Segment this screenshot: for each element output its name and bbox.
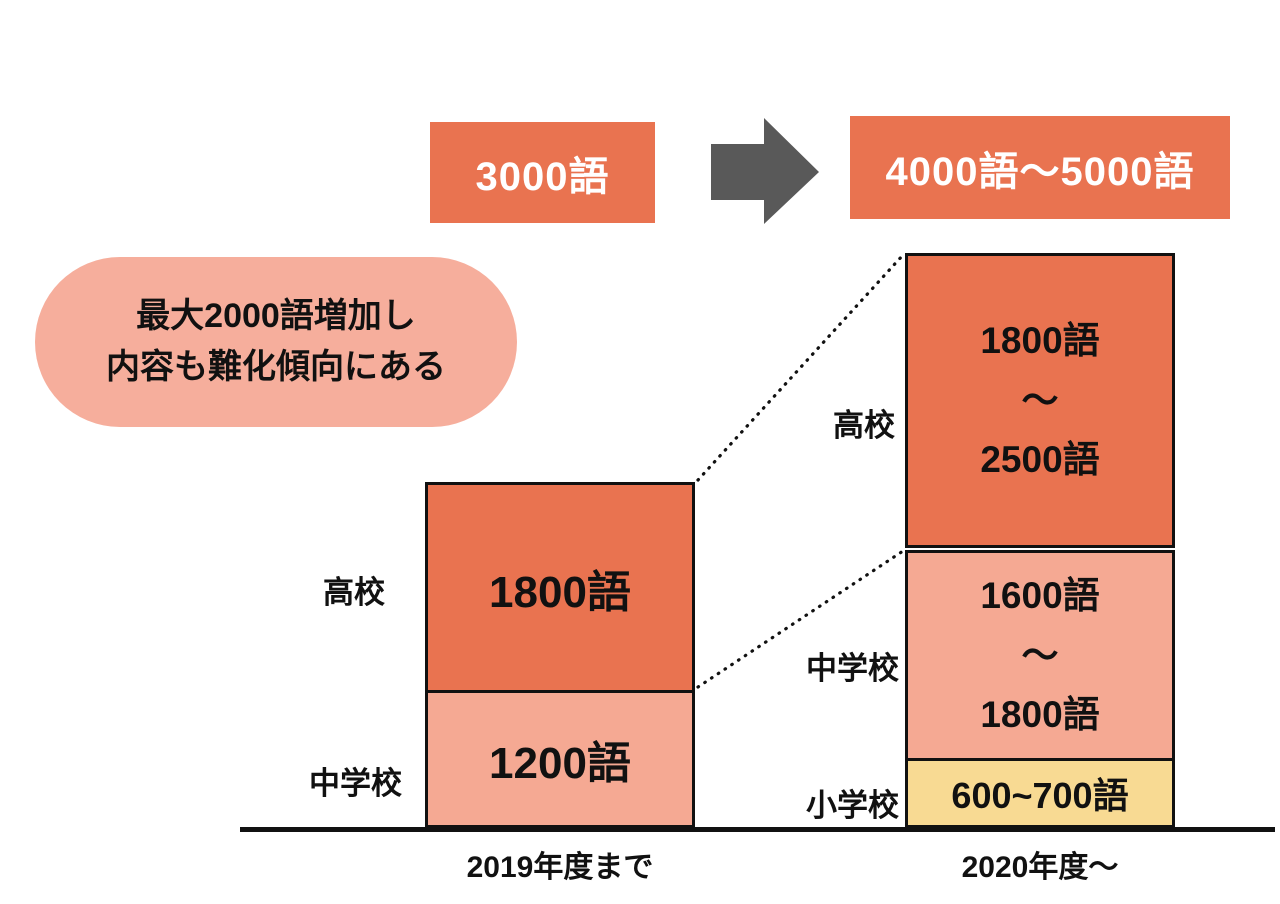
label-highschool-right: 高校 xyxy=(833,408,895,443)
bar-2020-lower: 1600語 〜 1800語 600~700語 xyxy=(905,550,1175,828)
bar-2020-highschool-segment: 1800語 〜 2500語 xyxy=(905,253,1175,548)
bar-2019-highschool-value: 1800語 xyxy=(489,567,631,617)
bar-2020-juniorhigh-min: 1600語 xyxy=(980,574,1100,616)
bar-2020-juniorhigh-tilde: 〜 xyxy=(1021,634,1059,676)
bar-2020-highschool-max: 2500語 xyxy=(980,439,1100,481)
total-before-box: 3000語 xyxy=(430,122,655,223)
total-before-label: 3000語 xyxy=(475,154,610,199)
bar-2019-juniorhigh-value: 1200語 xyxy=(489,739,631,788)
bar-2020-elementary-segment: 600~700語 xyxy=(908,758,1172,825)
label-elementary-right: 小学校 xyxy=(806,788,899,823)
bar-2019: 1800語 1200語 xyxy=(425,482,695,828)
bar-2020-juniorhigh-value: 1600語 〜 1800語 xyxy=(980,566,1099,746)
label-juniorhigh-left: 中学校 xyxy=(309,766,402,801)
total-after-box: 4000語〜5000語 xyxy=(850,116,1230,219)
label-juniorhigh-right: 中学校 xyxy=(806,651,899,686)
bar-2019-highschool-segment: 1800語 xyxy=(428,485,692,690)
callout-line2: 内容も難化傾向にある xyxy=(106,348,446,386)
bar-2020-highschool-min: 1800語 xyxy=(980,319,1100,361)
bar-2020-juniorhigh-segment: 1600語 〜 1800語 xyxy=(908,553,1172,758)
label-highschool-left: 高校 xyxy=(323,575,385,610)
axis-label-2020: 2020年度〜 xyxy=(961,851,1119,884)
bar-2020-juniorhigh-max: 1800語 xyxy=(980,694,1100,736)
right-arrow-icon xyxy=(710,117,820,225)
x-axis-line xyxy=(240,827,1275,832)
axis-label-2019: 2019年度まで xyxy=(466,851,654,884)
total-after-label: 4000語〜5000語 xyxy=(885,149,1195,194)
callout-bubble: 最大2000語増加し 内容も難化傾向にある xyxy=(35,257,517,427)
bar-2020-elementary-value: 600~700語 xyxy=(951,775,1129,816)
bar-2019-juniorhigh-segment: 1200語 xyxy=(428,690,692,825)
bar-2020-highschool-value: 1800語 〜 2500語 xyxy=(980,311,1099,491)
bar-2020-highschool-tilde: 〜 xyxy=(1021,379,1059,421)
callout-line1: 最大2000語増加し xyxy=(136,297,416,335)
